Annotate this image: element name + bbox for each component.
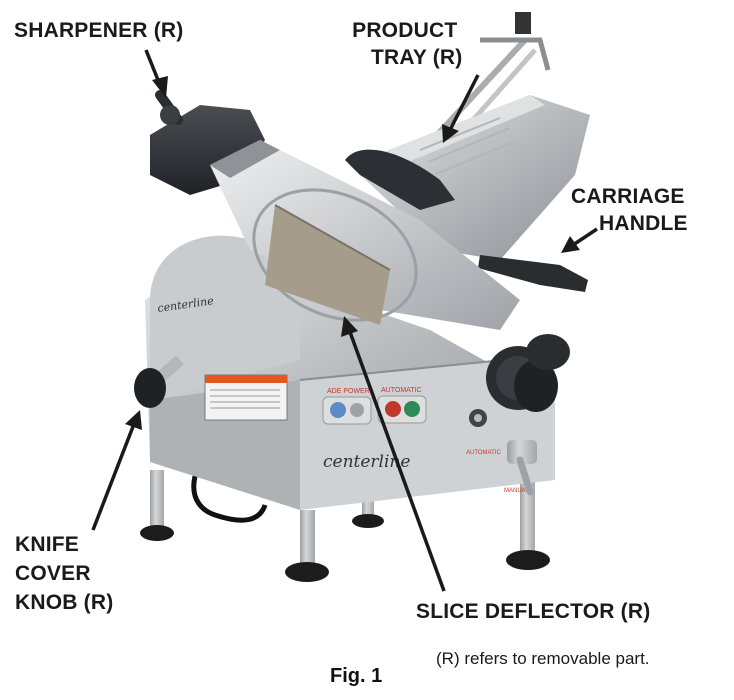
machine-base [145, 235, 556, 510]
label-product-tray: PRODUCT TRAY (R) [347, 17, 462, 71]
slicer-blade-plate [210, 140, 520, 330]
label-knife-cover-line1: KNIFE [15, 533, 79, 556]
knife-cover-knob [134, 355, 184, 408]
label-product-tray-line1: PRODUCT [352, 19, 458, 42]
control-panel: ADE POWER AUTOMATIC [322, 387, 487, 427]
label-carriage-handle-line1: CARRIAGE [571, 185, 685, 208]
thickness-knob [486, 334, 570, 412]
arrow-knife-cover [91, 410, 142, 531]
slice-deflector [265, 204, 391, 325]
label-sharpener: SHARPENER (R) [14, 19, 184, 42]
label-product-tray-line2: TRAY (R) [371, 46, 463, 69]
machine-legs [140, 470, 550, 582]
button-label-left: ADE POWER [327, 388, 370, 395]
arrow-product-tray [442, 74, 480, 143]
label-slice-deflector: SLICE DEFLECTOR (R) [416, 600, 651, 623]
mode-label: AUTOMATIC [466, 450, 501, 456]
brand-logo-front: centerline [323, 452, 410, 472]
pointer-arrows [91, 49, 598, 592]
label-knife-cover-line2: COVER [15, 562, 91, 585]
arrow-carriage-handle [561, 227, 598, 253]
label-knife-cover-line3: KNOB (R) [15, 591, 114, 614]
arrow-sharpener [144, 49, 168, 98]
label-carriage-handle: CARRIAGE HANDLE [571, 183, 688, 237]
warning-label [204, 374, 288, 421]
arrow-slice-deflector [341, 316, 446, 592]
carriage-handle [478, 255, 588, 292]
removable-footnote: (R) refers to removable part. [436, 649, 650, 668]
label-knife-cover-knob: KNIFE COVER KNOB (R) [15, 530, 113, 617]
button-label-right: AUTOMATIC [381, 387, 422, 394]
figure-caption: Fig. 1 [330, 665, 383, 687]
label-carriage-handle-line2: HANDLE [599, 212, 688, 235]
mode-label-2: MANUAL [504, 488, 530, 494]
mode-lever [507, 440, 537, 496]
